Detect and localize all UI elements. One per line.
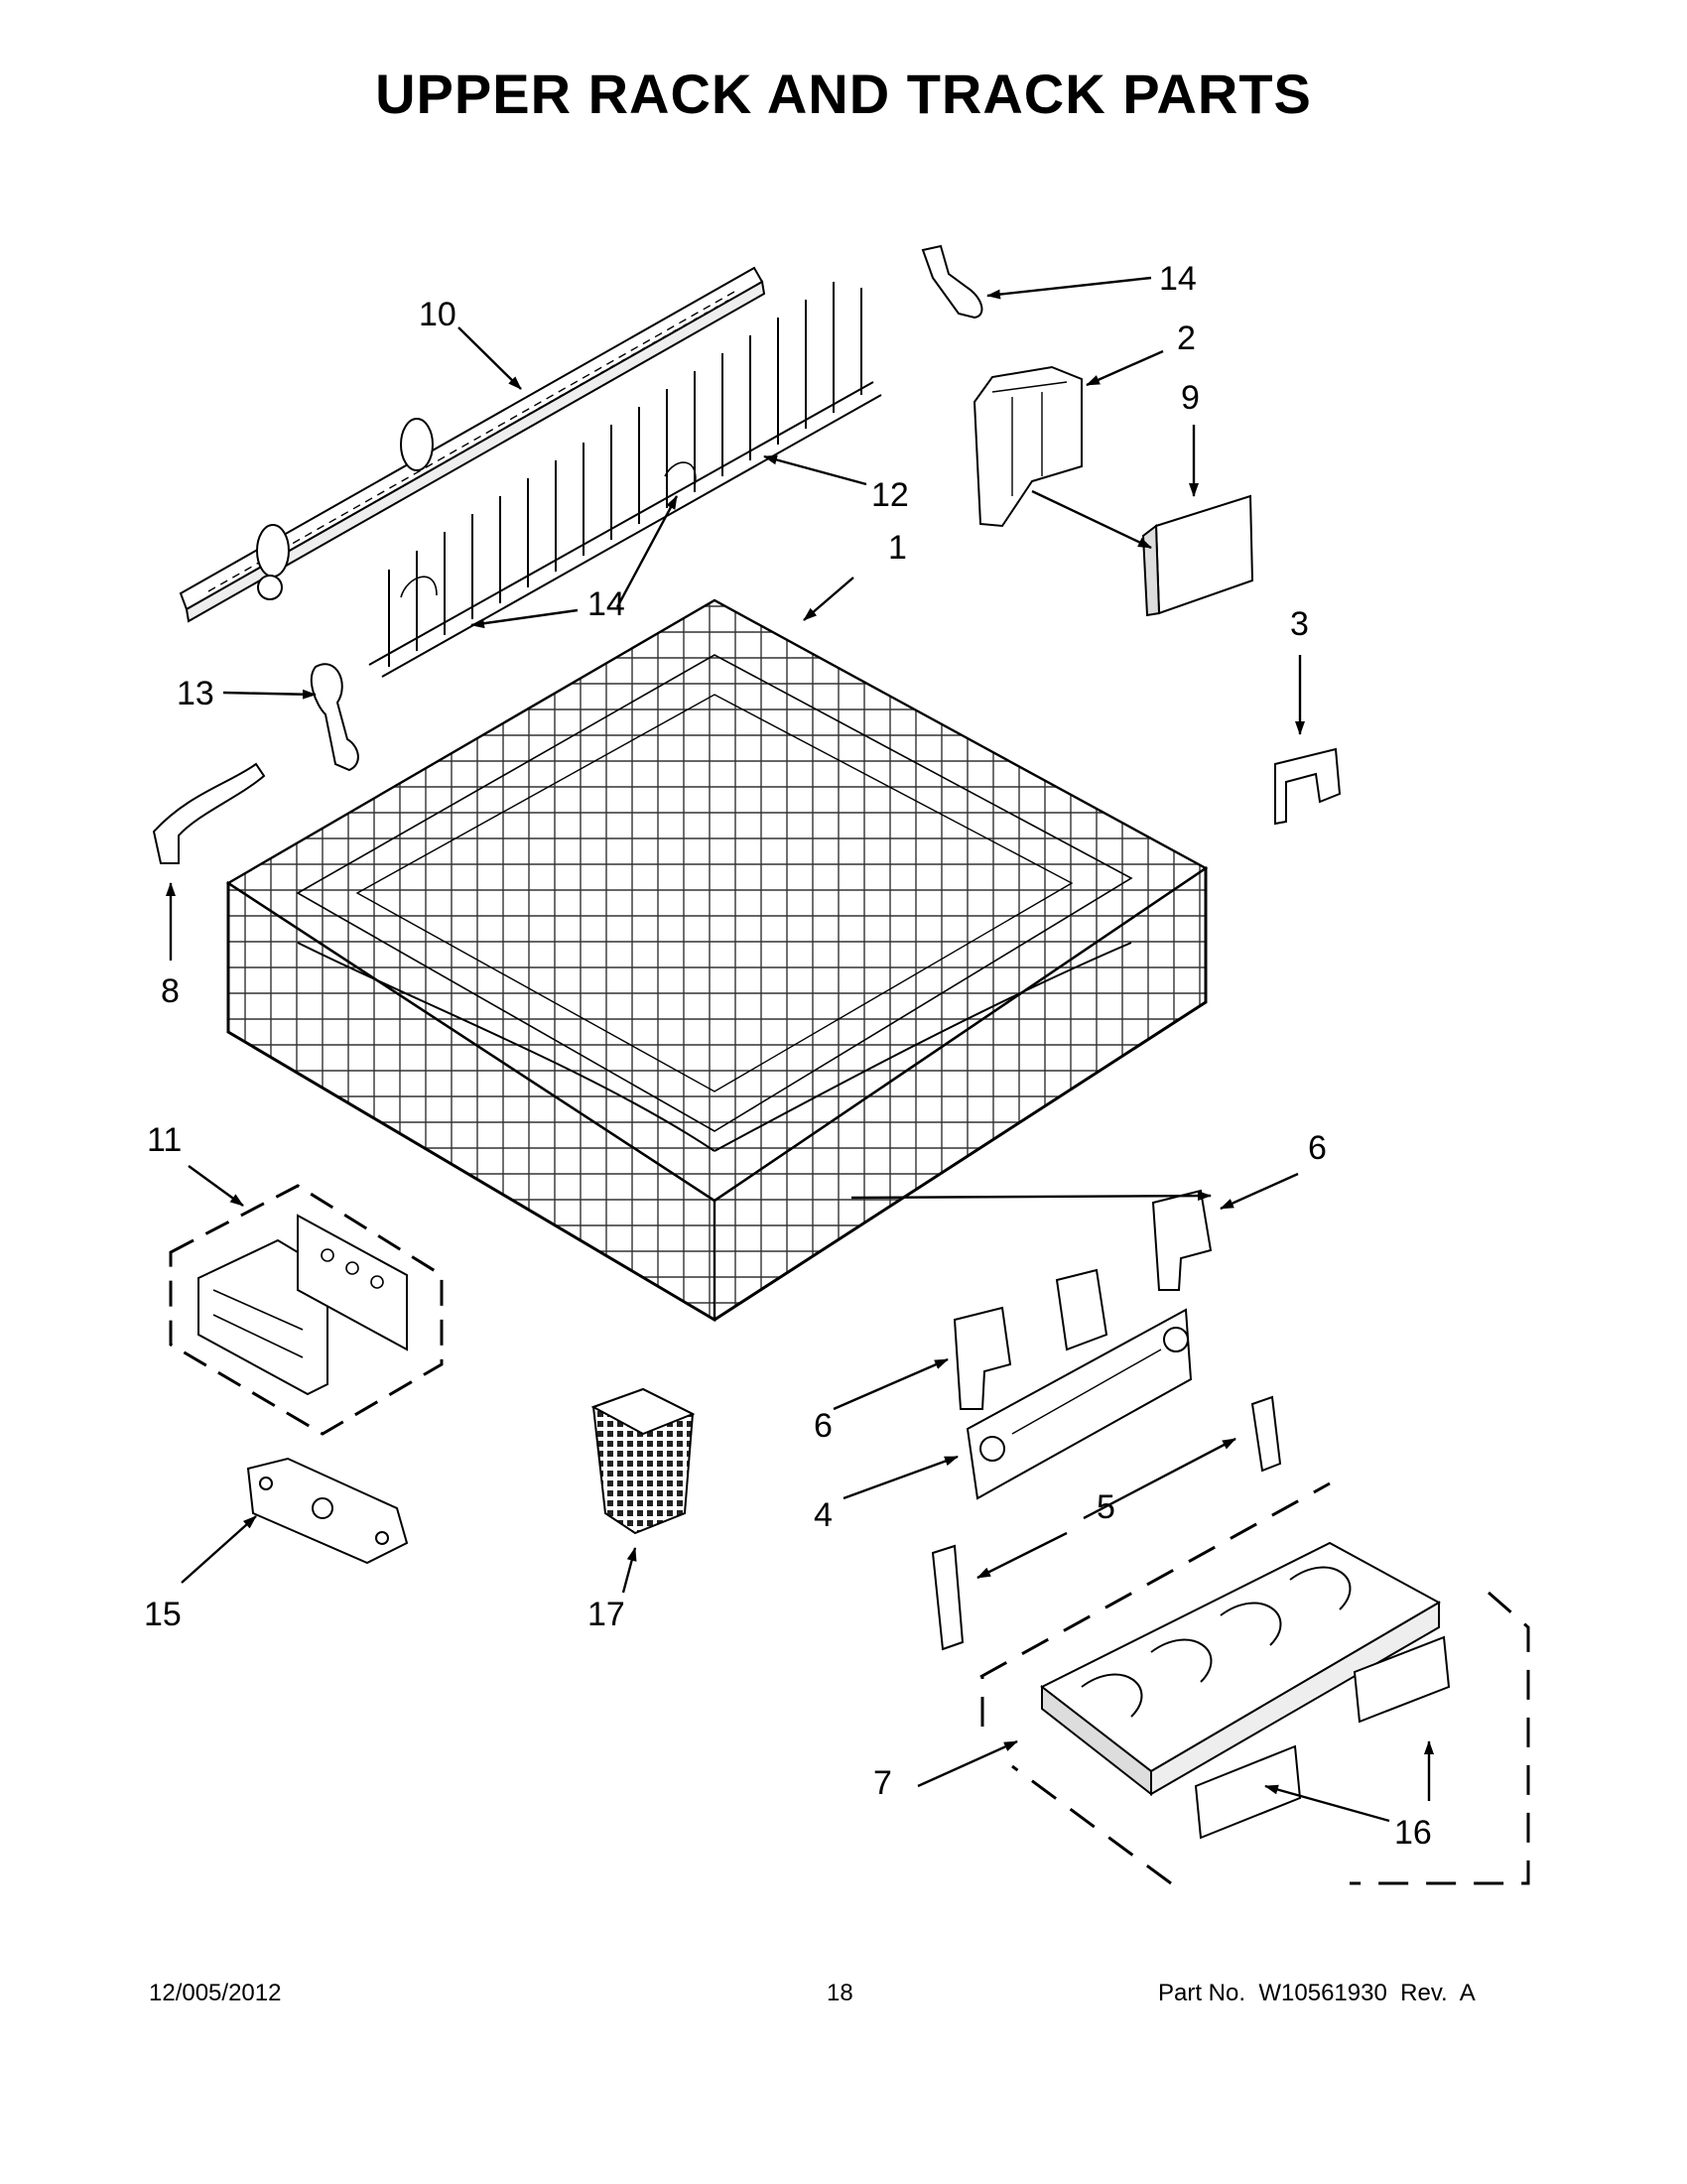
clip-part-14-top [921,244,983,320]
callout-12: 12 [871,476,909,514]
callout-3: 3 [1290,605,1309,643]
clip-part-16-right [1353,1635,1451,1724]
callout-11: 11 [147,1121,182,1159]
page-title: UPPER RACK AND TRACK PARTS [375,63,1312,125]
callout-6a: 6 [1308,1129,1327,1167]
callout-15: 15 [144,1596,182,1633]
handle-assembly-part-11 [169,1184,444,1436]
callout-2: 2 [1177,320,1196,357]
rail-end-part-5-left [931,1544,965,1651]
callout-16: 16 [1394,1814,1432,1852]
cover-part-9 [1141,494,1254,617]
callout-10: 10 [419,296,456,333]
upper-rack-part-1 [225,598,1209,1323]
clip-part-6-upper [1151,1189,1213,1291]
callout-1: 1 [888,529,907,567]
callout-6b: 6 [814,1407,833,1445]
rail-end-part-5-right [1250,1395,1282,1473]
callout-5: 5 [1097,1488,1115,1526]
clip-part-13 [310,663,359,772]
callout-13: 13 [177,675,214,712]
callout-9: 9 [1181,379,1200,417]
tine-row-part-12 [368,282,882,678]
cutlery-basket-part-17 [590,1387,696,1535]
callout-17: 17 [587,1596,625,1633]
callout-4: 4 [814,1496,833,1534]
footer-part-number: Part No. W10561930 Rev. A [1158,1980,1476,2006]
clip-part-6-lower [953,1306,1012,1410]
clip-part-8 [152,762,266,864]
clip-part-16-left [1194,1744,1302,1840]
leader-lines [166,276,1434,1823]
callout-14b: 14 [587,585,625,623]
callout-8: 8 [161,972,180,1010]
bracket-part-3 [1274,747,1342,826]
callout-7: 7 [873,1764,892,1802]
tray-assembly-part-7 [979,1481,1530,1885]
callout-14a: 14 [1159,260,1197,298]
latch-part-15 [246,1457,409,1565]
bracket-part-2 [973,365,1083,528]
adjuster-part-4 [966,1268,1193,1500]
callout-labels: 10 14 2 9 12 1 14 3 13 8 11 6 6 4 5 15 1… [144,260,1432,1852]
footer-page-number: 18 [827,1980,853,2006]
track-rail-part-10 [179,266,766,623]
footer-date: 12/005/2012 [149,1980,282,2006]
